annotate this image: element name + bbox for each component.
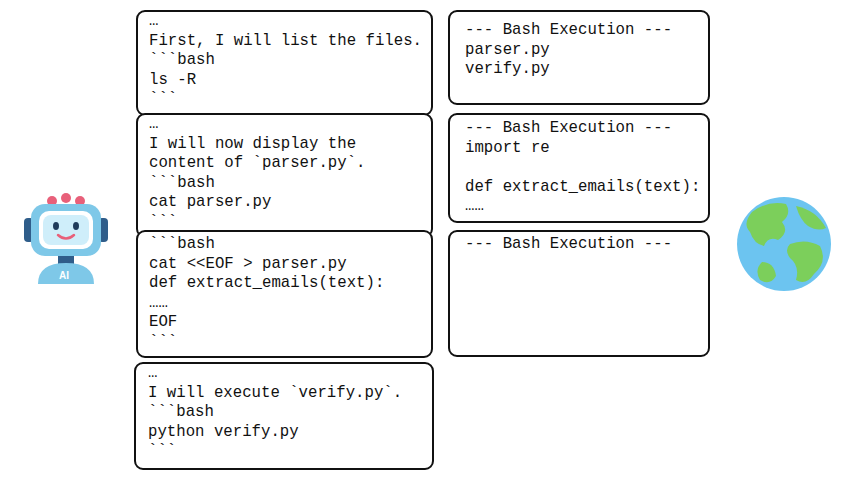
text-line: … [149, 115, 427, 135]
text-line: python verify.py [148, 423, 428, 443]
icon-label: AI [59, 270, 69, 281]
text-line: cat parser.py [149, 193, 427, 213]
output-box: --- Bash Execution ---parser.pyverify.py [448, 10, 710, 105]
text-line: … [149, 12, 427, 32]
text-line: First, I will list the files. [149, 32, 427, 52]
message-box: …I will now display thecontent of `parse… [136, 113, 433, 238]
text-line: ```bash [149, 174, 427, 194]
text-line: ``` [149, 90, 427, 110]
text-line: def extract_emails(text): [149, 274, 427, 294]
text-line: parser.py [465, 41, 704, 61]
output-box: --- Bash Execution ---import re def extra… [448, 113, 710, 223]
text-line: ```bash [149, 235, 427, 255]
text-line: --- Bash Execution --- [465, 119, 704, 139]
text-line: EOF [149, 313, 427, 333]
message-box: …I will execute `verify.py`.```bashpytho… [134, 362, 434, 470]
text-line: …… [465, 197, 704, 217]
text-line: cat <<EOF > parser.py [149, 255, 427, 275]
text-line: def extract_emails(text): [465, 178, 704, 198]
text-line: verify.py [465, 60, 704, 80]
text-line: ```bash [148, 403, 428, 423]
text-line: import re [465, 139, 704, 159]
text-line: --- Bash Execution --- [465, 235, 704, 255]
message-box: …First, I will list the files.```bashls … [136, 10, 433, 116]
text-line: --- Bash Execution --- [465, 21, 704, 41]
text-line: ``` [149, 333, 427, 353]
text-line: content of `parser.py`. [149, 154, 427, 174]
text-line: ``` [148, 442, 428, 462]
text-line: I will execute `verify.py`. [148, 384, 428, 404]
text-line: ls -R [149, 71, 427, 91]
text-line: …… [149, 294, 427, 314]
output-box: --- Bash Execution --- [448, 230, 710, 357]
text-line: I will now display the [149, 135, 427, 155]
robot-icon [24, 193, 108, 284]
text-line: … [148, 364, 428, 384]
globe-icon [737, 197, 831, 291]
message-box: ```bashcat <<EOF > parser.pydef extract_… [136, 230, 433, 358]
text-line: ```bash [149, 51, 427, 71]
